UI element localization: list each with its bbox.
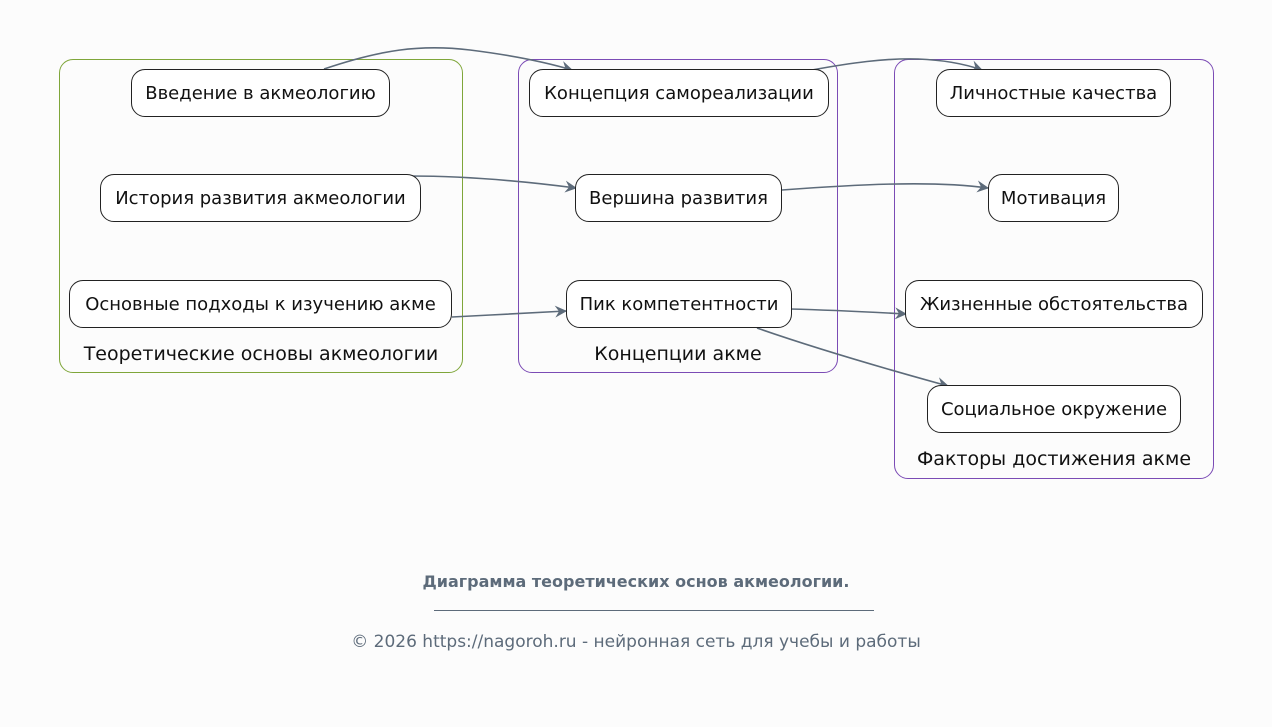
node-peak-of-development: Вершина развития (575, 174, 782, 222)
group-acme-concepts: Концепции акме (518, 59, 838, 373)
node-life-circumstances: Жизненные обстоятельства (905, 280, 1203, 328)
diagram-caption-footer: © 2026 https://nagoroh.ru - нейронная се… (351, 632, 921, 652)
group-label: Факторы достижения акме (916, 448, 1192, 470)
group-label: Теоретические основы акмеологии (83, 343, 439, 365)
node-self-realization-concept: Концепция самореализации (529, 69, 829, 117)
node-main-approaches: Основные подходы к изучению акме (69, 280, 452, 328)
caption-divider (434, 610, 874, 611)
node-peak-of-competence: Пик компетентности (566, 280, 792, 328)
node-history-of-acmeology: История развития акмеологии (100, 174, 421, 222)
node-personal-qualities: Личностные качества (936, 69, 1171, 117)
node-social-environment: Социальное окружение (927, 385, 1181, 433)
group-theoretical-foundations: Теоретические основы акмеологии (59, 59, 463, 373)
group-label: Концепции акме (594, 343, 762, 365)
node-intro-to-acmeology: Введение в акмеологию (131, 69, 390, 117)
node-motivation: Мотивация (988, 174, 1119, 222)
diagram-caption-title: Диаграмма теоретических основ акмеологии… (422, 572, 850, 591)
group-acme-factors: Факторы достижения акме (894, 59, 1214, 479)
